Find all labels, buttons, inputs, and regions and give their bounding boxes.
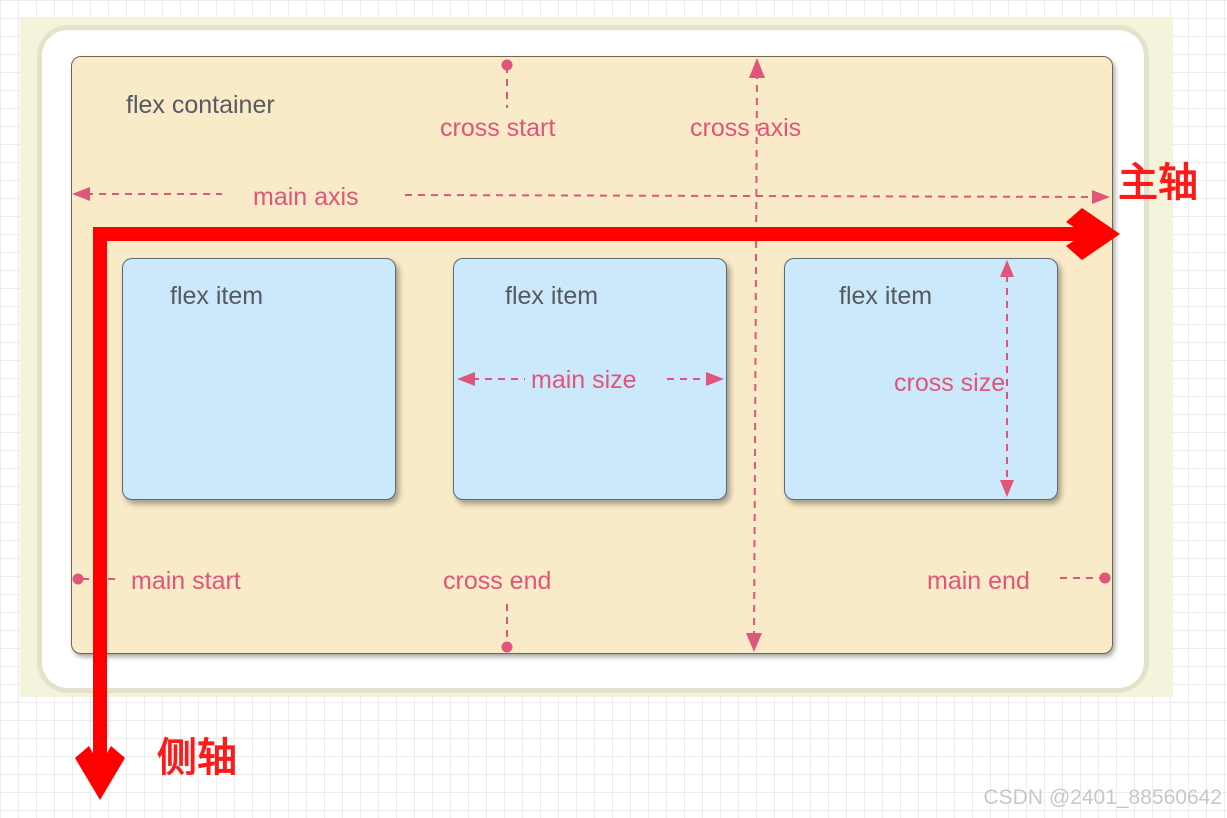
main-size-arrowhead-right <box>706 372 724 386</box>
cross-size-arrowhead-down <box>1000 480 1014 497</box>
main-axis-line-right <box>404 194 1095 198</box>
cross-start-dot <box>501 59 513 71</box>
main-start-label: main start <box>131 567 241 595</box>
main-axis-cn-label: 主轴 <box>1118 160 1198 206</box>
main-axis-arrowhead-right <box>1092 190 1110 204</box>
cross-axis-cn-label: 侧轴 <box>157 735 237 781</box>
flex-item-3 <box>784 258 1058 500</box>
flex-container-label: flex container <box>126 91 275 119</box>
watermark: CSDN @2401_88560642 <box>983 786 1223 809</box>
flex-item-2-label: flex item <box>505 282 599 310</box>
cross-axis-arrowhead-down <box>746 633 762 652</box>
cross-end-dot <box>501 641 513 653</box>
cross-axis-arrowhead-up <box>749 58 765 78</box>
cross-axis-label: cross axis <box>690 114 802 142</box>
main-size-label: main size <box>531 366 637 394</box>
cross-size-label: cross size <box>894 369 1006 397</box>
main-axis-red-shaft <box>93 227 1095 241</box>
cross-start-label: cross start <box>440 114 556 142</box>
main-axis-red-arrowhead <box>1066 208 1120 260</box>
flex-item-3-label: flex item <box>839 282 933 310</box>
flex-item-1 <box>122 258 396 500</box>
main-end-dot <box>1099 572 1111 584</box>
main-size-arrowhead-left <box>457 372 475 386</box>
cross-axis-red-shaft <box>93 227 107 772</box>
cross-axis-line <box>753 71 758 639</box>
cross-end-label: cross end <box>443 567 552 595</box>
cross-size-arrowhead-up <box>1000 260 1014 277</box>
flex-item-1-label: flex item <box>170 282 264 310</box>
cross-axis-red-arrowhead <box>75 746 125 800</box>
main-start-dot <box>72 573 84 585</box>
main-axis-label: main axis <box>253 183 359 211</box>
main-end-label: main end <box>927 567 1030 595</box>
main-axis-arrowhead-left <box>72 187 90 201</box>
